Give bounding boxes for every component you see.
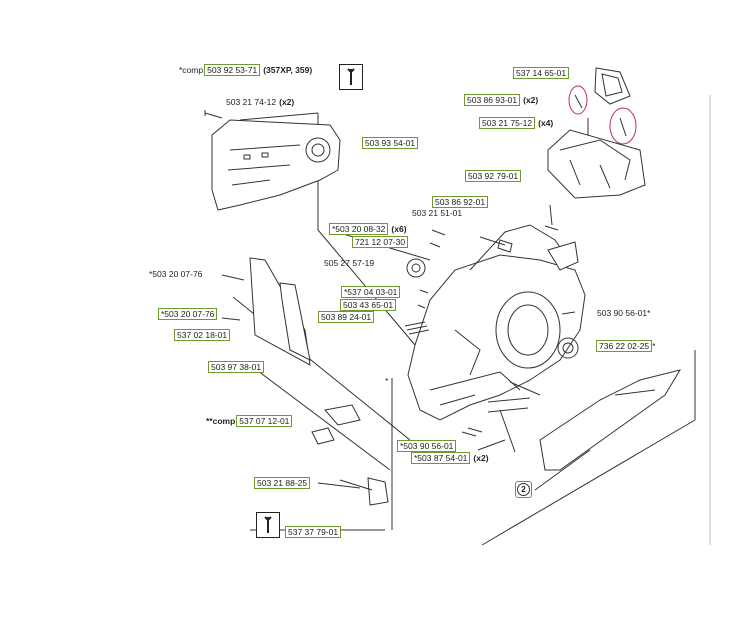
star-marker: *: [385, 376, 389, 386]
part-number-link[interactable]: 537 07 12-01: [236, 415, 293, 427]
part-number-link[interactable]: 503 21 88-25: [254, 477, 311, 489]
part-number-link[interactable]: 503 21 51-01: [412, 208, 463, 218]
part-label: 537 14 65-01: [513, 67, 570, 79]
part-number-link[interactable]: 736 22 02-25: [596, 340, 653, 352]
part-label: *503 87 54-01(x2): [411, 452, 489, 464]
part-number-link[interactable]: 503 43 65-01: [340, 299, 397, 311]
part-label: 503 86 92-01: [432, 196, 489, 208]
part-number-link[interactable]: 503 21 75-12: [479, 117, 536, 129]
wrench-icon: [256, 512, 280, 538]
part-label: 503 86 93-01(x2): [464, 94, 538, 106]
part-number-link[interactable]: *503 20 07-76: [158, 308, 218, 320]
part-number-link[interactable]: 503 86 93-01: [464, 94, 521, 106]
part-label: 736 22 02-25*: [596, 340, 655, 352]
wrench-icon: [339, 64, 363, 90]
part-number-link[interactable]: *503 87 54-01: [411, 452, 471, 464]
part-label: 503 43 65-01: [340, 299, 397, 311]
part-number-link[interactable]: *537 04 03-01: [341, 286, 401, 298]
part-label: *503 20 07-76: [149, 269, 202, 280]
part-label: 537 02 18-01: [174, 329, 231, 341]
part-number-link[interactable]: 537 14 65-01: [513, 67, 570, 79]
part-number-link[interactable]: 503 89 24-01: [318, 311, 375, 323]
part-number-link[interactable]: 503 97 38-01: [208, 361, 265, 373]
part-label: 537 37 79-01: [285, 526, 342, 538]
part-label: 503 93 54-01: [362, 137, 419, 149]
part-label: 503 90 56-01*: [597, 308, 650, 319]
part-number-link[interactable]: 503 21 74-12: [226, 97, 277, 107]
part-label: 503 92 79-01: [465, 170, 522, 182]
part-label: *503 20 08-32(x6): [329, 223, 407, 235]
part-label: 503 21 51-01: [412, 208, 462, 219]
part-number-link[interactable]: *503 90 56-01: [397, 440, 457, 452]
part-number-link[interactable]: 721 12 07-30: [352, 236, 409, 248]
part-number-link[interactable]: 537 37 79-01: [285, 526, 342, 538]
part-ref-circle-icon[interactable]: 2: [515, 481, 532, 498]
part-label: 503 89 24-01: [318, 311, 375, 323]
part-number-link[interactable]: 503 92 53-71: [204, 64, 261, 76]
part-number-link[interactable]: 503 90 56-01*: [597, 308, 651, 318]
part-number-link[interactable]: 505 27 57-19: [324, 258, 375, 268]
part-label: 503 21 74-12(x2): [226, 97, 295, 107]
part-label: 503 97 38-01: [208, 361, 265, 373]
part-number-link[interactable]: 537 02 18-01: [174, 329, 231, 341]
part-number-link[interactable]: 503 93 54-01: [362, 137, 419, 149]
part-number-link[interactable]: *503 20 07-76: [149, 269, 203, 279]
part-label: *537 04 03-01: [341, 286, 401, 298]
part-number-link[interactable]: *503 20 08-32: [329, 223, 389, 235]
part-label: 503 21 75-12(x4): [479, 117, 553, 129]
part-label: 721 12 07-30: [352, 236, 409, 248]
part-label: 505 27 57-19: [324, 258, 374, 269]
part-number-link[interactable]: 503 92 79-01: [465, 170, 522, 182]
part-label: 503 21 88-25: [254, 477, 311, 489]
part-label: *503 20 07-76: [158, 308, 218, 320]
part-number-link[interactable]: 503 86 92-01: [432, 196, 489, 208]
part-label: *503 90 56-01: [397, 440, 457, 452]
